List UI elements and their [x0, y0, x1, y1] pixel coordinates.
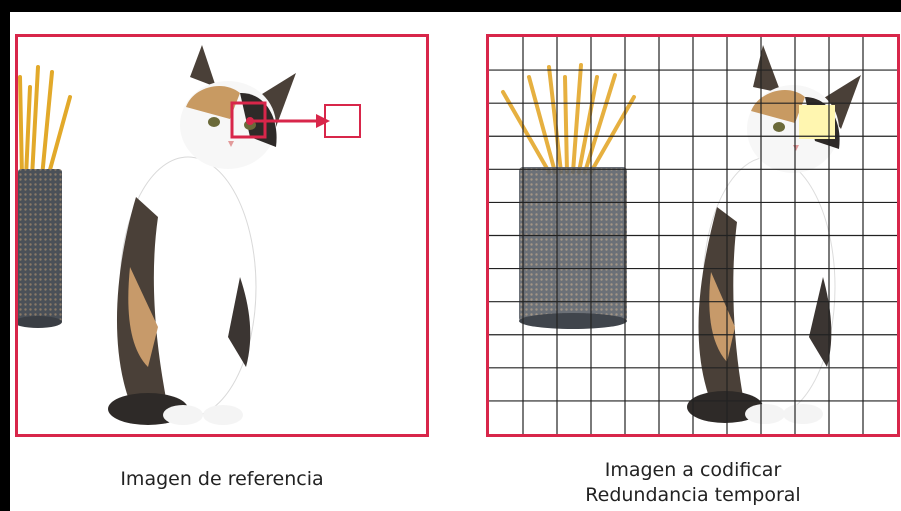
pencil-cup [18, 65, 72, 328]
motion-vector [230, 101, 361, 139]
reference-scene-illustration [18, 45, 361, 425]
caption-line-2: Redundancia temporal [585, 484, 801, 506]
target-block [324, 104, 361, 138]
encode-scene-illustration [489, 37, 897, 434]
reference-image-caption: Imagen de referencia [15, 467, 429, 492]
encode-image-panel [486, 34, 900, 437]
left-frame-bar [0, 0, 10, 511]
arrow-head-icon [316, 114, 330, 128]
cat-illustration [687, 45, 861, 424]
cat-illustration [108, 45, 296, 425]
reference-image-panel [15, 34, 429, 437]
caption-line-1: Imagen a codificar [604, 459, 782, 481]
pencil-cup [501, 63, 636, 329]
caption-line: Imagen de referencia [120, 468, 324, 490]
top-frame-bar [0, 0, 901, 12]
macroblock-grid [489, 37, 897, 434]
encode-image-caption: Imagen a codificar Redundancia temporal [486, 458, 900, 508]
